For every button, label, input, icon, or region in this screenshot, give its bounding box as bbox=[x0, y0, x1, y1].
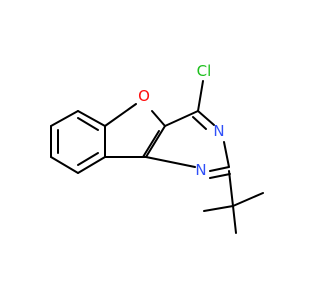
bond bbox=[77, 110, 106, 127]
structure-canvas: Cl O N N bbox=[50, 62, 264, 234]
bond bbox=[192, 116, 207, 130]
bond bbox=[228, 170, 234, 207]
chlorine-atom-label: Cl bbox=[197, 62, 212, 80]
bond bbox=[50, 110, 79, 127]
bond bbox=[50, 156, 79, 174]
atom-labels: Cl O N N bbox=[138, 62, 225, 179]
bond bbox=[232, 205, 237, 234]
oxygen-atom-label: O bbox=[138, 87, 150, 105]
bond bbox=[197, 80, 204, 112]
bond bbox=[209, 173, 231, 179]
bond bbox=[145, 125, 166, 158]
bond bbox=[203, 205, 234, 212]
bond bbox=[104, 103, 137, 127]
bond-group bbox=[50, 80, 264, 234]
bond bbox=[77, 156, 106, 174]
bond bbox=[223, 141, 230, 168]
bond bbox=[145, 156, 196, 168]
bond bbox=[232, 192, 264, 207]
bond bbox=[164, 110, 199, 127]
bond bbox=[142, 130, 160, 158]
bond bbox=[151, 110, 166, 127]
nitrogen-atom-label-top: N bbox=[213, 122, 224, 140]
bond bbox=[197, 110, 215, 126]
molecule-diagram: Cl O N N bbox=[50, 62, 264, 234]
bond bbox=[209, 166, 230, 172]
bond bbox=[77, 117, 99, 131]
nitrogen-atom-label-bottom: N bbox=[195, 161, 206, 179]
bond bbox=[77, 152, 99, 166]
